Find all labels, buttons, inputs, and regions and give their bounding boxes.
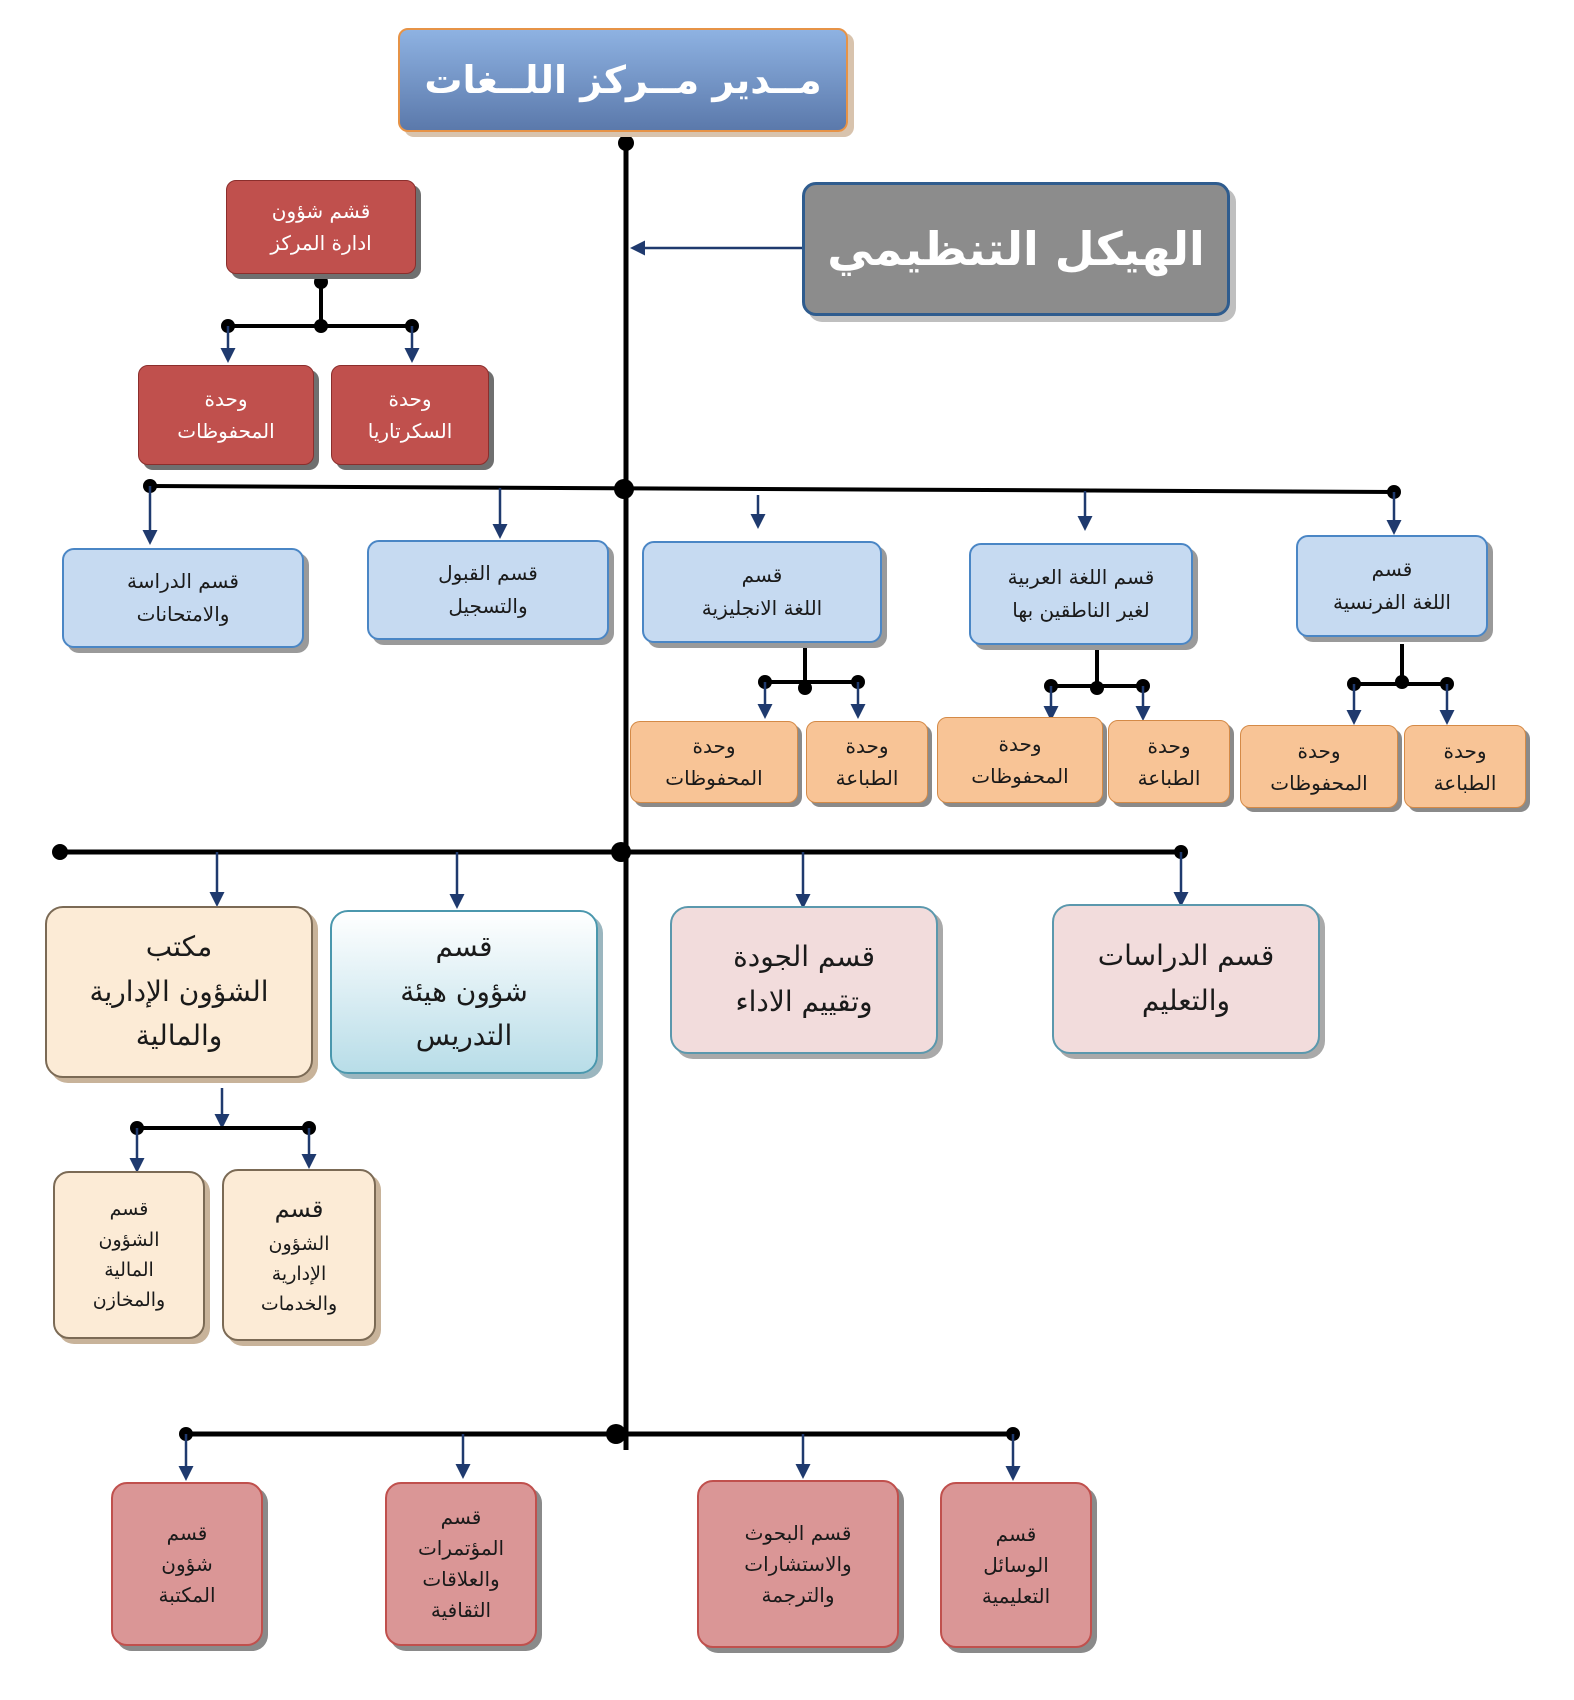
box-line: والتسجيل xyxy=(448,594,528,618)
box-line: وتقييم الاداء xyxy=(735,985,873,1018)
box-line: والخدمات xyxy=(260,1293,338,1316)
english-archive-unit-box: وحدة المحفوظات xyxy=(630,721,798,803)
admin-secretariat-unit-box: وحدة السكرتاريا xyxy=(331,365,489,465)
box-line: ادارة المركز xyxy=(270,231,372,255)
box-line: وحدة xyxy=(204,387,248,411)
box-line: شؤون xyxy=(161,1551,213,1576)
box-line: قسم xyxy=(741,563,783,587)
box-line: والترجمة xyxy=(761,1582,835,1607)
box-line: والمخازن xyxy=(92,1289,166,1312)
box-line: الطباعة xyxy=(1433,770,1497,795)
finance-stores-dept-box: قسم الشؤون المالية والمخازن xyxy=(53,1171,205,1339)
box-line: وحدة xyxy=(1443,738,1487,763)
admin-affairs-box: قشم شؤون ادارة المركز xyxy=(226,180,416,274)
box-line: والتعليم xyxy=(1141,984,1231,1017)
box-line: الطباعة xyxy=(1137,765,1201,790)
educational-media-box: قسم الوسائل التعليمية xyxy=(940,1482,1092,1648)
box-line: المالية xyxy=(104,1259,154,1281)
box-line: قسم الدراسة xyxy=(127,569,239,593)
box-line: والمالية xyxy=(135,1019,223,1053)
admin-archive-unit-box: وحدة المحفوظات xyxy=(138,365,314,465)
box-line: الإدارية xyxy=(271,1263,327,1285)
dept-french-box: قسم اللغة الفرنسية xyxy=(1296,535,1488,637)
box-line: قسم xyxy=(1371,557,1413,581)
box-line: شؤون هيئة xyxy=(400,974,528,1008)
quality-assessment-box: قسم الجودة وتقييم الاداء xyxy=(670,906,938,1054)
admin-finance-office-box: مكتب الشؤون الإدارية والمالية xyxy=(45,906,313,1078)
box-line: المحفوظات xyxy=(971,764,1069,788)
box-line: قسم البحوث xyxy=(744,1520,852,1545)
arabic-archive-unit-box: وحدة المحفوظات xyxy=(937,717,1103,803)
box-line: وحدة xyxy=(692,734,736,758)
box-line: وحدة xyxy=(1297,738,1341,763)
box-line: المحفوظات xyxy=(177,419,275,443)
box-line: السكرتاريا xyxy=(367,419,453,443)
box-line: الشؤون xyxy=(268,1232,330,1255)
chart-title-box: الهيكل التنظيمي xyxy=(802,182,1230,316)
box-line: قسم القبول xyxy=(438,561,538,585)
box-line: الشؤون الإدارية xyxy=(89,974,269,1008)
english-printing-unit-box: وحدة الطباعة xyxy=(806,721,928,803)
box-line: المكتبة xyxy=(158,1582,216,1607)
box-line: التعليمية xyxy=(981,1583,1051,1608)
box-line: قسم الجودة xyxy=(733,940,875,974)
library-affairs-box: قسم شؤون المكتبة xyxy=(111,1482,263,1646)
box-line: مكتب xyxy=(145,929,213,963)
studies-education-box: قسم الدراسات والتعليم xyxy=(1052,904,1320,1054)
director-box: مــدير مــركز اللــغات xyxy=(398,28,848,132)
box-line: لغير الناطقين بها xyxy=(1012,598,1150,622)
box-line: الطباعة xyxy=(835,766,899,790)
box-line: والامتحانات xyxy=(136,602,230,626)
box-line: وحدة xyxy=(388,387,432,411)
box-line: وحدة xyxy=(845,734,889,758)
dept-english-box: قسم اللغة الانجليزية xyxy=(642,541,882,643)
box-line: قسم الدراسات xyxy=(1097,939,1275,973)
box-line: وحدة xyxy=(998,732,1042,756)
admin-services-dept-box: قسم الشؤون الإدارية والخدمات xyxy=(222,1169,376,1341)
french-archive-unit-box: وحدة المحفوظات xyxy=(1240,725,1398,808)
box-line: المؤتمرات xyxy=(417,1536,505,1560)
box-line: المحفوظات xyxy=(665,766,763,790)
box-line: المحفوظات xyxy=(1270,770,1368,795)
box-line: قسم اللغة العربية xyxy=(1007,565,1155,589)
director-label: مــدير مــركز اللــغات xyxy=(424,58,822,102)
box-line: والعلاقات xyxy=(422,1567,500,1591)
box-line: قسم xyxy=(440,1505,482,1529)
research-translation-box: قسم البحوث والاستشارات والترجمة xyxy=(697,1480,899,1648)
box-line: قسم xyxy=(274,1195,324,1224)
box-line: اللغة الانجليزية xyxy=(701,596,823,620)
box-line: قسم xyxy=(166,1520,208,1545)
box-line: التدريس xyxy=(415,1019,513,1053)
french-printing-unit-box: وحدة الطباعة xyxy=(1404,725,1526,808)
box-line: وحدة xyxy=(1147,733,1191,758)
box-line: قسم xyxy=(435,929,493,963)
box-line: قسم xyxy=(995,1521,1037,1546)
box-line: قسم xyxy=(109,1198,149,1221)
chart-title: الهيكل التنظيمي xyxy=(827,222,1205,276)
dept-admission-registration-box: قسم القبول والتسجيل xyxy=(367,540,609,640)
faculty-affairs-box: قسم شؤون هيئة التدريس xyxy=(330,910,598,1074)
conferences-cultural-box: قسم المؤتمرات والعلاقات الثقافية xyxy=(385,1482,537,1646)
box-line: قشم شؤون xyxy=(271,199,371,223)
arabic-printing-unit-box: وحدة الطباعة xyxy=(1108,720,1230,803)
box-line: الشؤون xyxy=(98,1228,160,1251)
box-line: والاستشارات xyxy=(744,1551,852,1576)
dept-studies-exams-box: قسم الدراسة والامتحانات xyxy=(62,548,304,648)
box-line: الثقافية xyxy=(430,1598,492,1622)
box-line: الوسائل xyxy=(983,1552,1049,1577)
box-line: اللغة الفرنسية xyxy=(1333,590,1451,614)
dept-arabic-nonnative-box: قسم اللغة العربية لغير الناطقين بها xyxy=(969,543,1193,645)
